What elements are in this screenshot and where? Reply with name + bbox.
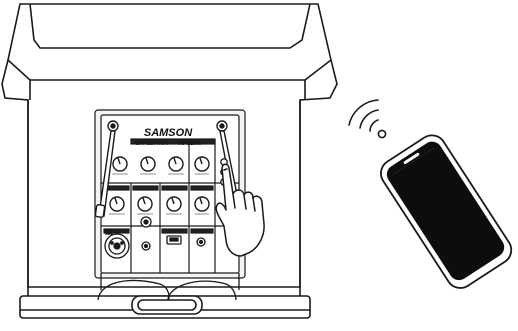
knob-bass — [141, 157, 155, 171]
model-prefix-label: EXPEDITION — [135, 141, 168, 147]
wireless-signal-icon — [349, 100, 386, 138]
brand-label: SAMSON — [144, 127, 193, 139]
knob-level — [195, 197, 209, 211]
xlr-combo-jack — [105, 234, 129, 258]
knob-ch3-volume — [167, 197, 181, 211]
knob-treble — [169, 157, 183, 171]
usb-port — [167, 236, 181, 244]
model-label: XP310w — [179, 141, 202, 147]
quarter-inch-jack-ch2 — [141, 217, 151, 227]
smartphone-icon — [376, 130, 517, 293]
knob-wireless-volume — [195, 157, 209, 171]
line-out-jack — [197, 238, 205, 246]
small-switch — [106, 230, 112, 234]
knob-master-volume — [113, 157, 127, 171]
knob-ch2-volume — [138, 197, 152, 211]
aux-jack — [142, 242, 150, 250]
knob-ch1-volume — [110, 197, 124, 211]
